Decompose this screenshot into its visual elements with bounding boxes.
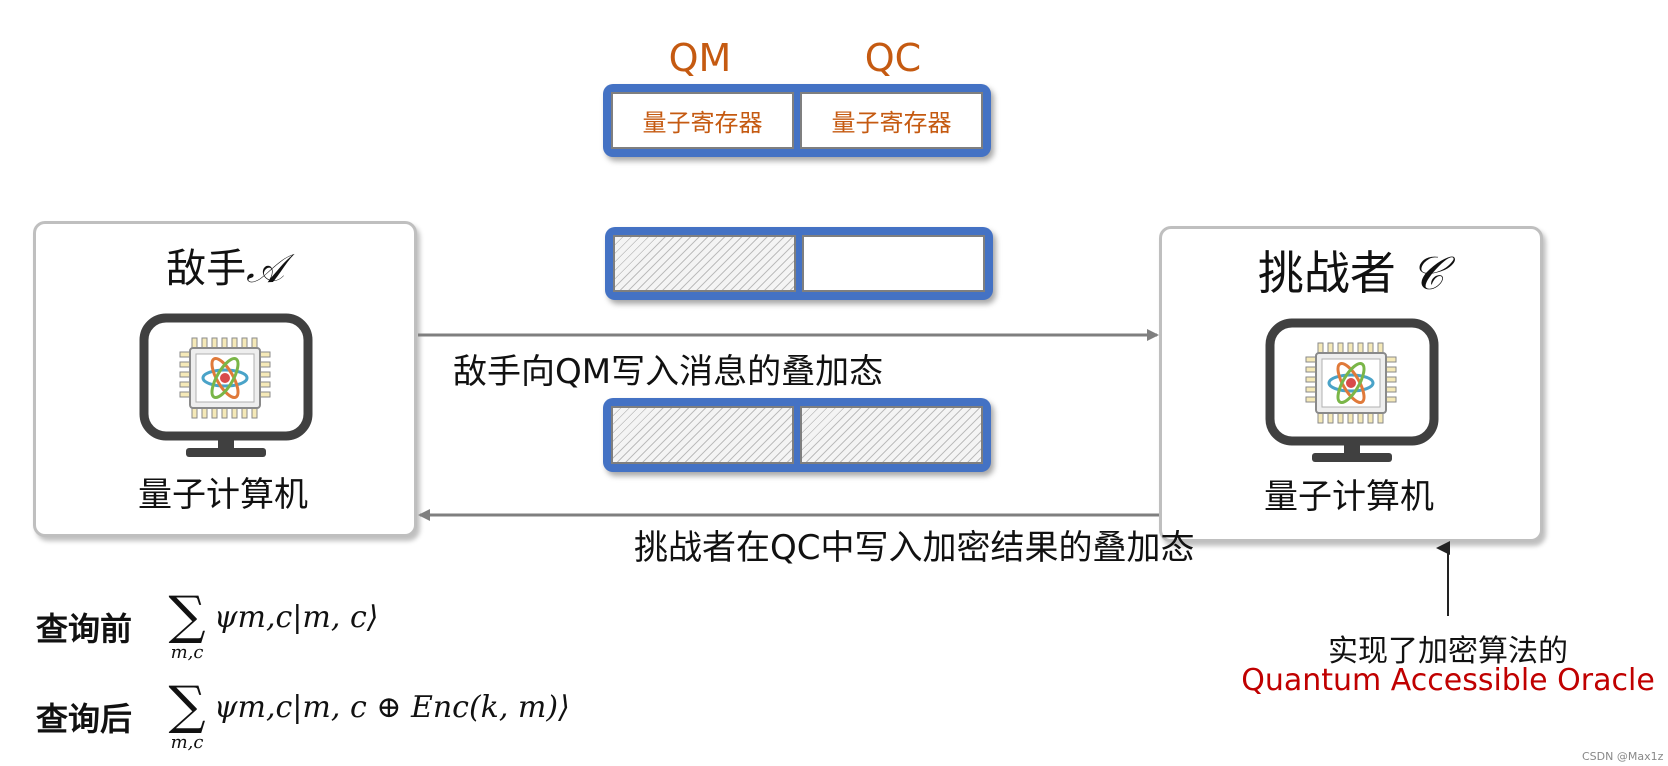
before-expression: ψm,c|m, c⟩ bbox=[214, 600, 379, 635]
challenger-title: 挑战者 𝒞 bbox=[1162, 237, 1540, 303]
register-cell-qc-empty bbox=[802, 235, 985, 292]
sigma-symbol: ∑ bbox=[168, 586, 206, 646]
qc-label: QC bbox=[864, 36, 922, 80]
register-cell-qm-filled bbox=[611, 406, 794, 464]
adversary-title-text: 敌手 bbox=[166, 246, 247, 292]
oracle-note-line1: 实现了加密算法的 bbox=[1328, 634, 1568, 669]
register-after-oracle bbox=[603, 398, 991, 472]
adversary-title: 敌手𝒜 bbox=[36, 236, 414, 294]
adversary-box: 敌手𝒜 量子计算机 bbox=[33, 221, 417, 537]
register-cell-qm-filled bbox=[613, 235, 796, 292]
oracle-note-line2: Quantum Accessible Oracle bbox=[1241, 663, 1655, 698]
register-cell-qc-filled bbox=[800, 406, 983, 464]
after-expression: ψm,c|m, c ⊕ Enc(k, m)⟩ bbox=[214, 690, 570, 725]
watermark: CSDN @Max1z bbox=[1582, 750, 1664, 763]
challenger-caption: 量子计算机 bbox=[1264, 477, 1434, 517]
back-message: 挑战者在QC中写入加密结果的叠加态 bbox=[634, 528, 1195, 568]
quantum-computer-icon bbox=[1265, 318, 1439, 462]
sum-subscript: m,c bbox=[170, 642, 204, 663]
sigma-symbol: ∑ bbox=[168, 676, 206, 736]
challenger-symbol: 𝒞 bbox=[1410, 246, 1445, 300]
register-top: 量子寄存器 量子寄存器 bbox=[603, 84, 991, 157]
register-cell-qm: 量子寄存器 bbox=[611, 92, 794, 149]
forward-message: 敌手向QM写入消息的叠加态 bbox=[453, 352, 884, 392]
after-label: 查询后 bbox=[36, 700, 133, 738]
before-sum: ∑ m,c bbox=[162, 590, 212, 663]
before-label: 查询前 bbox=[36, 610, 133, 648]
adversary-caption: 量子计算机 bbox=[138, 475, 308, 515]
register-cell-qc: 量子寄存器 bbox=[800, 92, 983, 149]
challenger-title-text: 挑战者 bbox=[1257, 246, 1396, 300]
sum-subscript: m,c bbox=[170, 732, 204, 753]
challenger-box: 挑战者 𝒞 量子计算机 bbox=[1159, 226, 1543, 542]
quantum-computer-icon bbox=[139, 313, 313, 457]
register-after-write bbox=[605, 227, 993, 300]
adversary-symbol: 𝒜 bbox=[246, 246, 284, 292]
qm-label: QM bbox=[668, 36, 732, 80]
after-sum: ∑ m,c bbox=[162, 680, 212, 753]
